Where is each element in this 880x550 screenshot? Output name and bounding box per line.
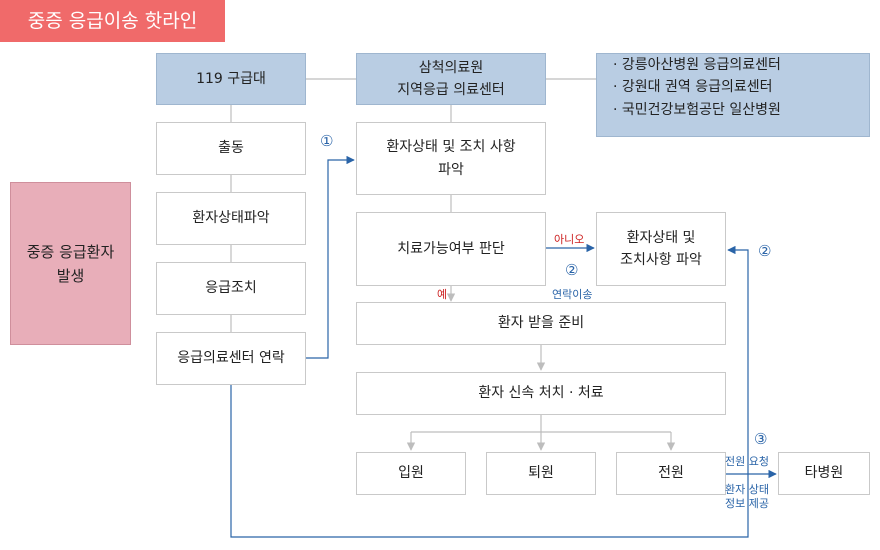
check-status-line2: 파악: [438, 161, 464, 178]
prepare-box: 환자 받을 준비: [356, 302, 726, 345]
assess-patient-label: 환자상태파악: [192, 210, 270, 227]
step2-marker: ②: [565, 261, 579, 279]
transfer-box: 전원: [616, 452, 726, 495]
step2-marker: ②: [758, 242, 772, 260]
regional-center-item: · 강원대 권역 응급의료센터: [613, 79, 773, 96]
rapid-treatment-box: 환자 신속 처치 · 처료: [356, 372, 726, 415]
connector-ems-to-other: [230, 245, 749, 538]
transfer-request-label: 전원 요청: [725, 455, 769, 468]
patient-info-line1: 환자 상태: [725, 483, 769, 496]
page-title: 중증 응급이송 핫라인: [0, 0, 225, 42]
ems-box: 119 구급대: [156, 53, 306, 105]
emergency-occurs-line2: 발생: [56, 266, 85, 285]
check-status-line1: 환자상태 및 조치 사항: [386, 139, 516, 156]
rapid-treatment-label: 환자 신속 처치 · 처료: [478, 385, 604, 402]
transfer-label: 전원: [658, 465, 684, 482]
dispatch-label: 출동: [218, 140, 244, 157]
hospital-label-line1: 삼척의료원: [418, 59, 484, 76]
emergency-occurs-line1: 중증 응급환자: [26, 242, 115, 261]
contact-center-label: 응급의료센터 연락: [177, 350, 285, 367]
treatable-label: 치료가능여부 판단: [397, 240, 505, 257]
no-label: 아니오: [554, 233, 585, 246]
regional-centers-box: · 강릉아산병원 응급의료센터 · 강원대 권역 응급의료센터 · 국민건강보험…: [596, 53, 870, 137]
hospital-box: 삼척의료원 지역응급 의료센터: [356, 53, 546, 105]
prepare-label: 환자 받을 준비: [497, 315, 585, 332]
discharge-label: 퇴원: [528, 465, 554, 482]
other-check-line1: 환자상태 및: [626, 229, 696, 246]
treatable-box: 치료가능여부 판단: [356, 212, 546, 286]
check-status-box: 환자상태 및 조치 사항 파악: [356, 122, 546, 195]
other-check-box: 환자상태 및 조치사항 파악: [596, 212, 726, 286]
regional-center-item: · 국민건강보험공단 일산병원: [613, 101, 781, 118]
dispatch-box: 출동: [156, 122, 306, 175]
first-aid-box: 응급조치: [156, 262, 306, 315]
assess-patient-box: 환자상태파악: [156, 192, 306, 245]
other-hospital-box: 타병원: [778, 452, 870, 495]
hospital-label-line2: 지역응급 의료센터: [397, 82, 505, 98]
discharge-box: 퇴원: [486, 452, 596, 495]
emergency-occurs-box: 중증 응급환자 발생: [10, 182, 131, 345]
regional-center-item: · 강릉아산병원 응급의료센터: [613, 57, 781, 73]
admit-box: 입원: [356, 452, 466, 495]
step3-marker: ③: [754, 430, 768, 448]
yes-label: 예: [437, 288, 448, 301]
admit-label: 입원: [398, 465, 424, 482]
other-hospital-label: 타병원: [804, 465, 844, 482]
connector-contact-to-check: [306, 155, 355, 359]
first-aid-label: 응급조치: [205, 280, 257, 297]
ems-label: 119 구급대: [196, 70, 266, 87]
other-check-line2: 조치사항 파악: [620, 252, 702, 268]
patient-info-line2: 정보 제공: [725, 497, 769, 510]
contact-center-box: 응급의료센터 연락: [156, 332, 306, 385]
contact-transfer-label: 연락이송: [552, 288, 593, 301]
step1-marker: ①: [320, 132, 334, 150]
